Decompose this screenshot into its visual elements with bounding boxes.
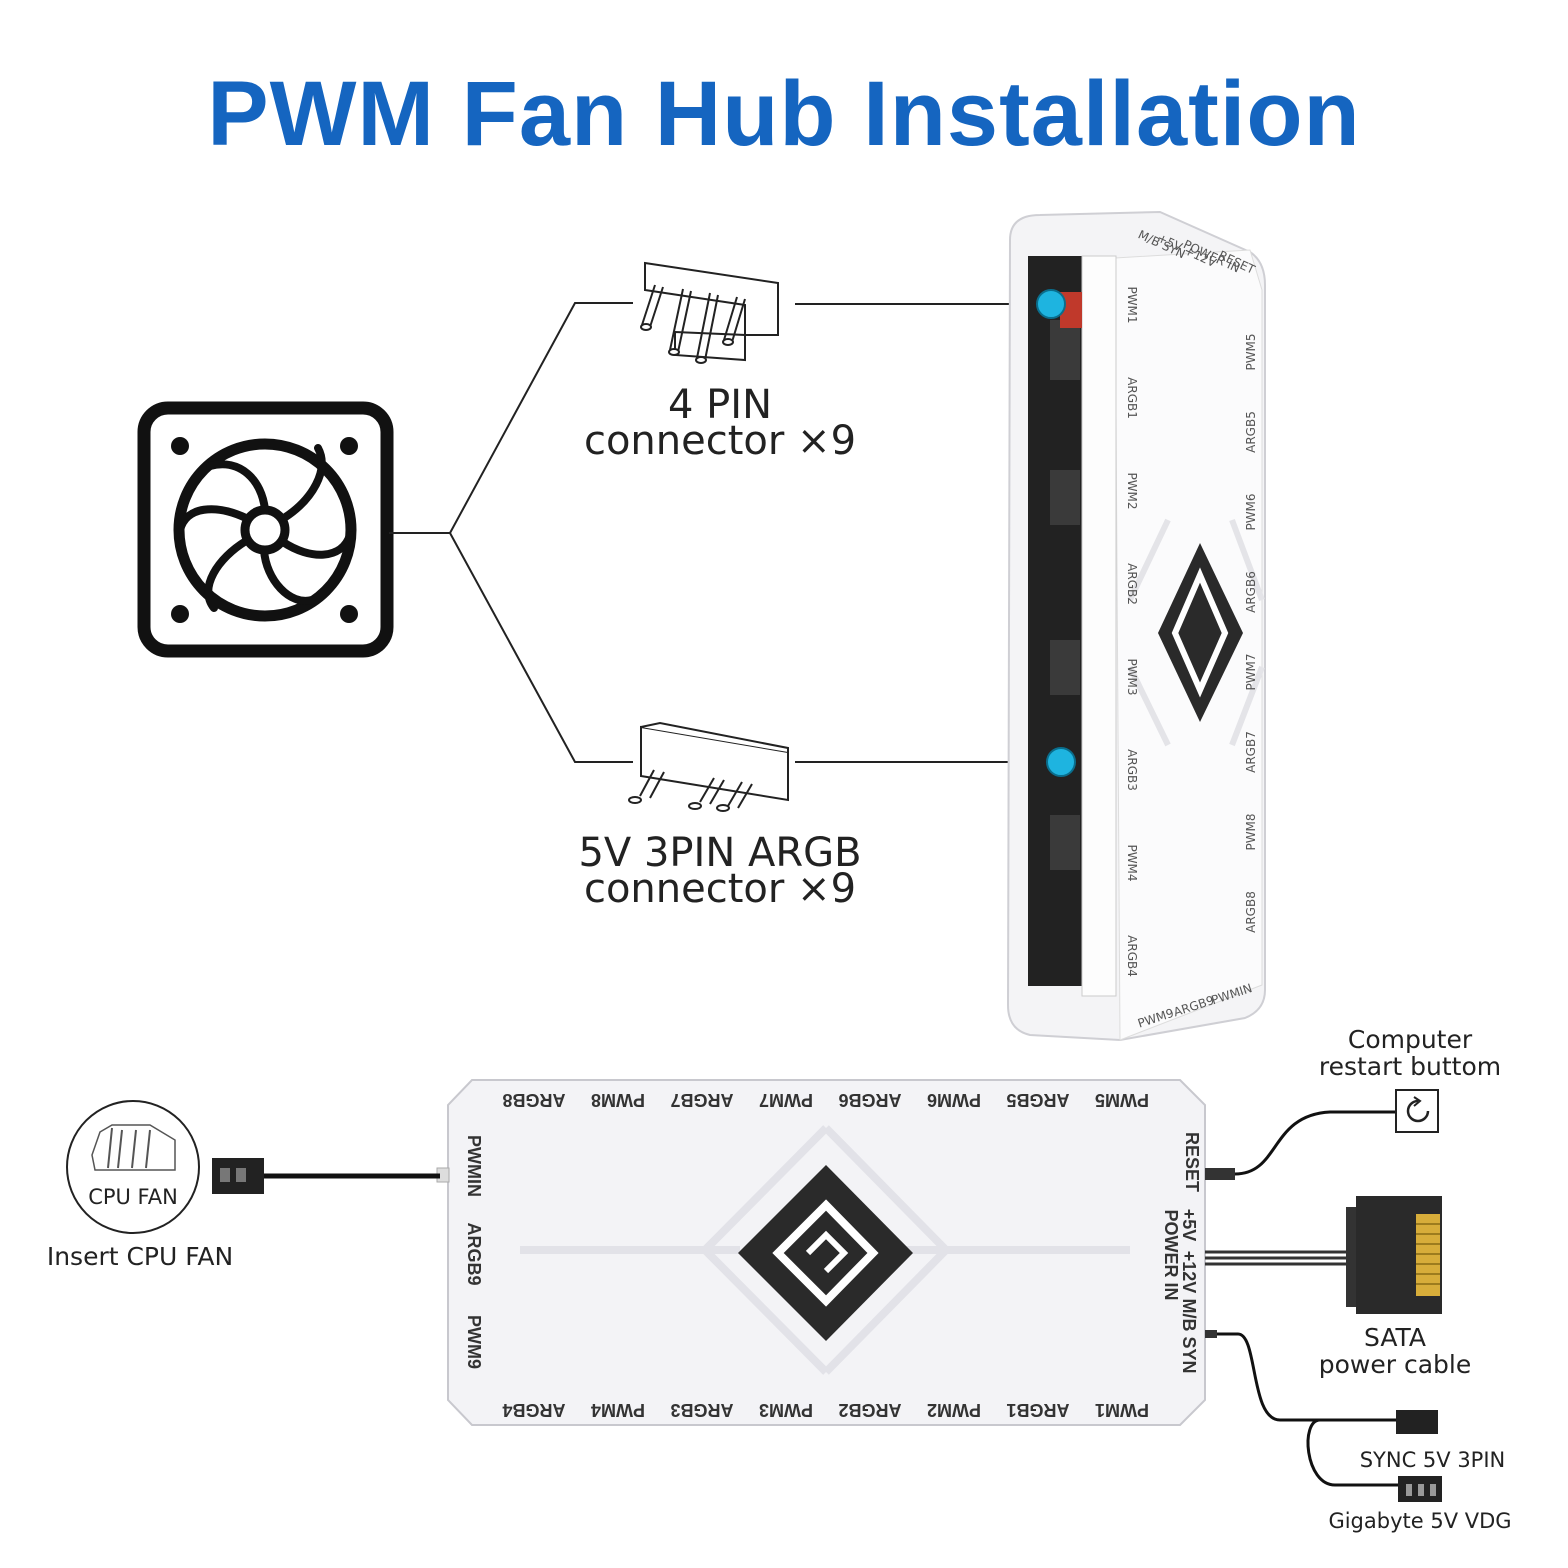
cpu-fan-badge: CPU FAN — [88, 1185, 178, 1209]
hub-left-label-pwmin: PWMIN — [464, 1135, 484, 1197]
side-label-pwm8: PWM8 — [1244, 813, 1258, 850]
cpu-fan-badge-icon — [66, 1100, 200, 1234]
cpu-fan-caption: Insert CPU FAN — [46, 1242, 234, 1271]
side-label-pwm5: PWM5 — [1244, 333, 1258, 370]
hub-bottom-label-pwm3: PWM3 — [759, 1400, 813, 1420]
side-label-argb5: ARGB5 — [1244, 411, 1258, 453]
four-pin-marker — [1036, 289, 1066, 319]
hub-bottom-label-pwm1: PWM1 — [1095, 1400, 1149, 1420]
side-label-argb4: ARGB4 — [1125, 935, 1139, 977]
hub-bottom-label-argb1: ARGB1 — [1006, 1400, 1069, 1420]
hub-top-label-pwm5: PWM5 — [1095, 1090, 1149, 1110]
side-label-argb7: ARGB7 — [1244, 731, 1258, 773]
hub-right-label-4: M/B SYN — [1179, 1298, 1199, 1373]
side-label-argb3: ARGB3 — [1125, 749, 1139, 791]
four-pin-label: 4 PIN connector ×9 — [583, 382, 857, 464]
hub-right-label-3: POWER IN — [1161, 1209, 1181, 1300]
hub-left-label-pwm9: PWM9 — [464, 1315, 484, 1369]
hub-front-view: ARGB8 PWM8 ARGB7 PWM7 ARGB6 PWM6 ARGB5 PWM5 ARG… — [436, 1079, 1206, 1426]
side-label-pwm1: PWM1 — [1125, 286, 1139, 323]
hub-right-label-1: +5V — [1179, 1209, 1199, 1242]
hub-top-label-argb6: ARGB6 — [838, 1090, 901, 1110]
hub-bottom-label-argb3: ARGB3 — [670, 1400, 733, 1420]
hub-top-label-pwm7: PWM7 — [759, 1090, 813, 1110]
side-label-pwm4: PWM4 — [1125, 844, 1139, 881]
argb-marker — [1046, 747, 1076, 777]
gigabyte-label: Gigabyte 5V VDG — [1328, 1509, 1512, 1533]
four-pin-connector-icon — [640, 261, 779, 364]
side-label-argb6: ARGB6 — [1244, 571, 1258, 613]
hub-bottom-label-pwm2: PWM2 — [927, 1400, 981, 1420]
page-title: PWM Fan Hub Installation — [207, 63, 1361, 165]
hub-top-label-argb8: ARGB8 — [502, 1090, 565, 1110]
hub-left-label-argb9: ARGB9 — [464, 1222, 484, 1285]
side-label-pwm2: PWM2 — [1125, 472, 1139, 509]
hub-top-label-pwm8: PWM8 — [591, 1090, 645, 1110]
restart-label: Computer restart buttom — [1318, 1025, 1502, 1081]
argb-label: 5V 3PIN ARGB connector ×9 — [578, 830, 862, 912]
hub-top-label-argb5: ARGB5 — [1006, 1090, 1069, 1110]
side-label-argb1: ARGB1 — [1125, 377, 1139, 419]
restart-button-icon — [1395, 1089, 1439, 1133]
side-label-pwm3: PWM3 — [1125, 658, 1139, 695]
hub-top-label-argb7: ARGB7 — [670, 1090, 733, 1110]
sata-connector-icon — [1346, 1196, 1442, 1314]
side-label-pwm6: PWM6 — [1244, 493, 1258, 530]
hub-bottom-label-pwm4: PWM4 — [591, 1400, 645, 1420]
hub-right-label-0: RESET — [1182, 1132, 1202, 1192]
side-label-argb2: ARGB2 — [1125, 563, 1139, 605]
side-label-pwm7: PWM7 — [1244, 653, 1258, 690]
hub-right-label-2: +12V — [1179, 1251, 1199, 1294]
side-label-argb8: ARGB8 — [1244, 891, 1258, 933]
sata-label: SATA power cable — [1318, 1323, 1472, 1379]
fan-icon — [137, 401, 394, 658]
hub-top-label-pwm6: PWM6 — [927, 1090, 981, 1110]
sync-plug-icon — [1396, 1410, 1438, 1434]
sync-label: SYNC 5V 3PIN — [1359, 1448, 1506, 1472]
argb-connector-icon — [628, 721, 789, 812]
hub-bottom-label-argb4: ARGB4 — [502, 1400, 565, 1420]
hub-bottom-label-argb2: ARGB2 — [838, 1400, 901, 1420]
